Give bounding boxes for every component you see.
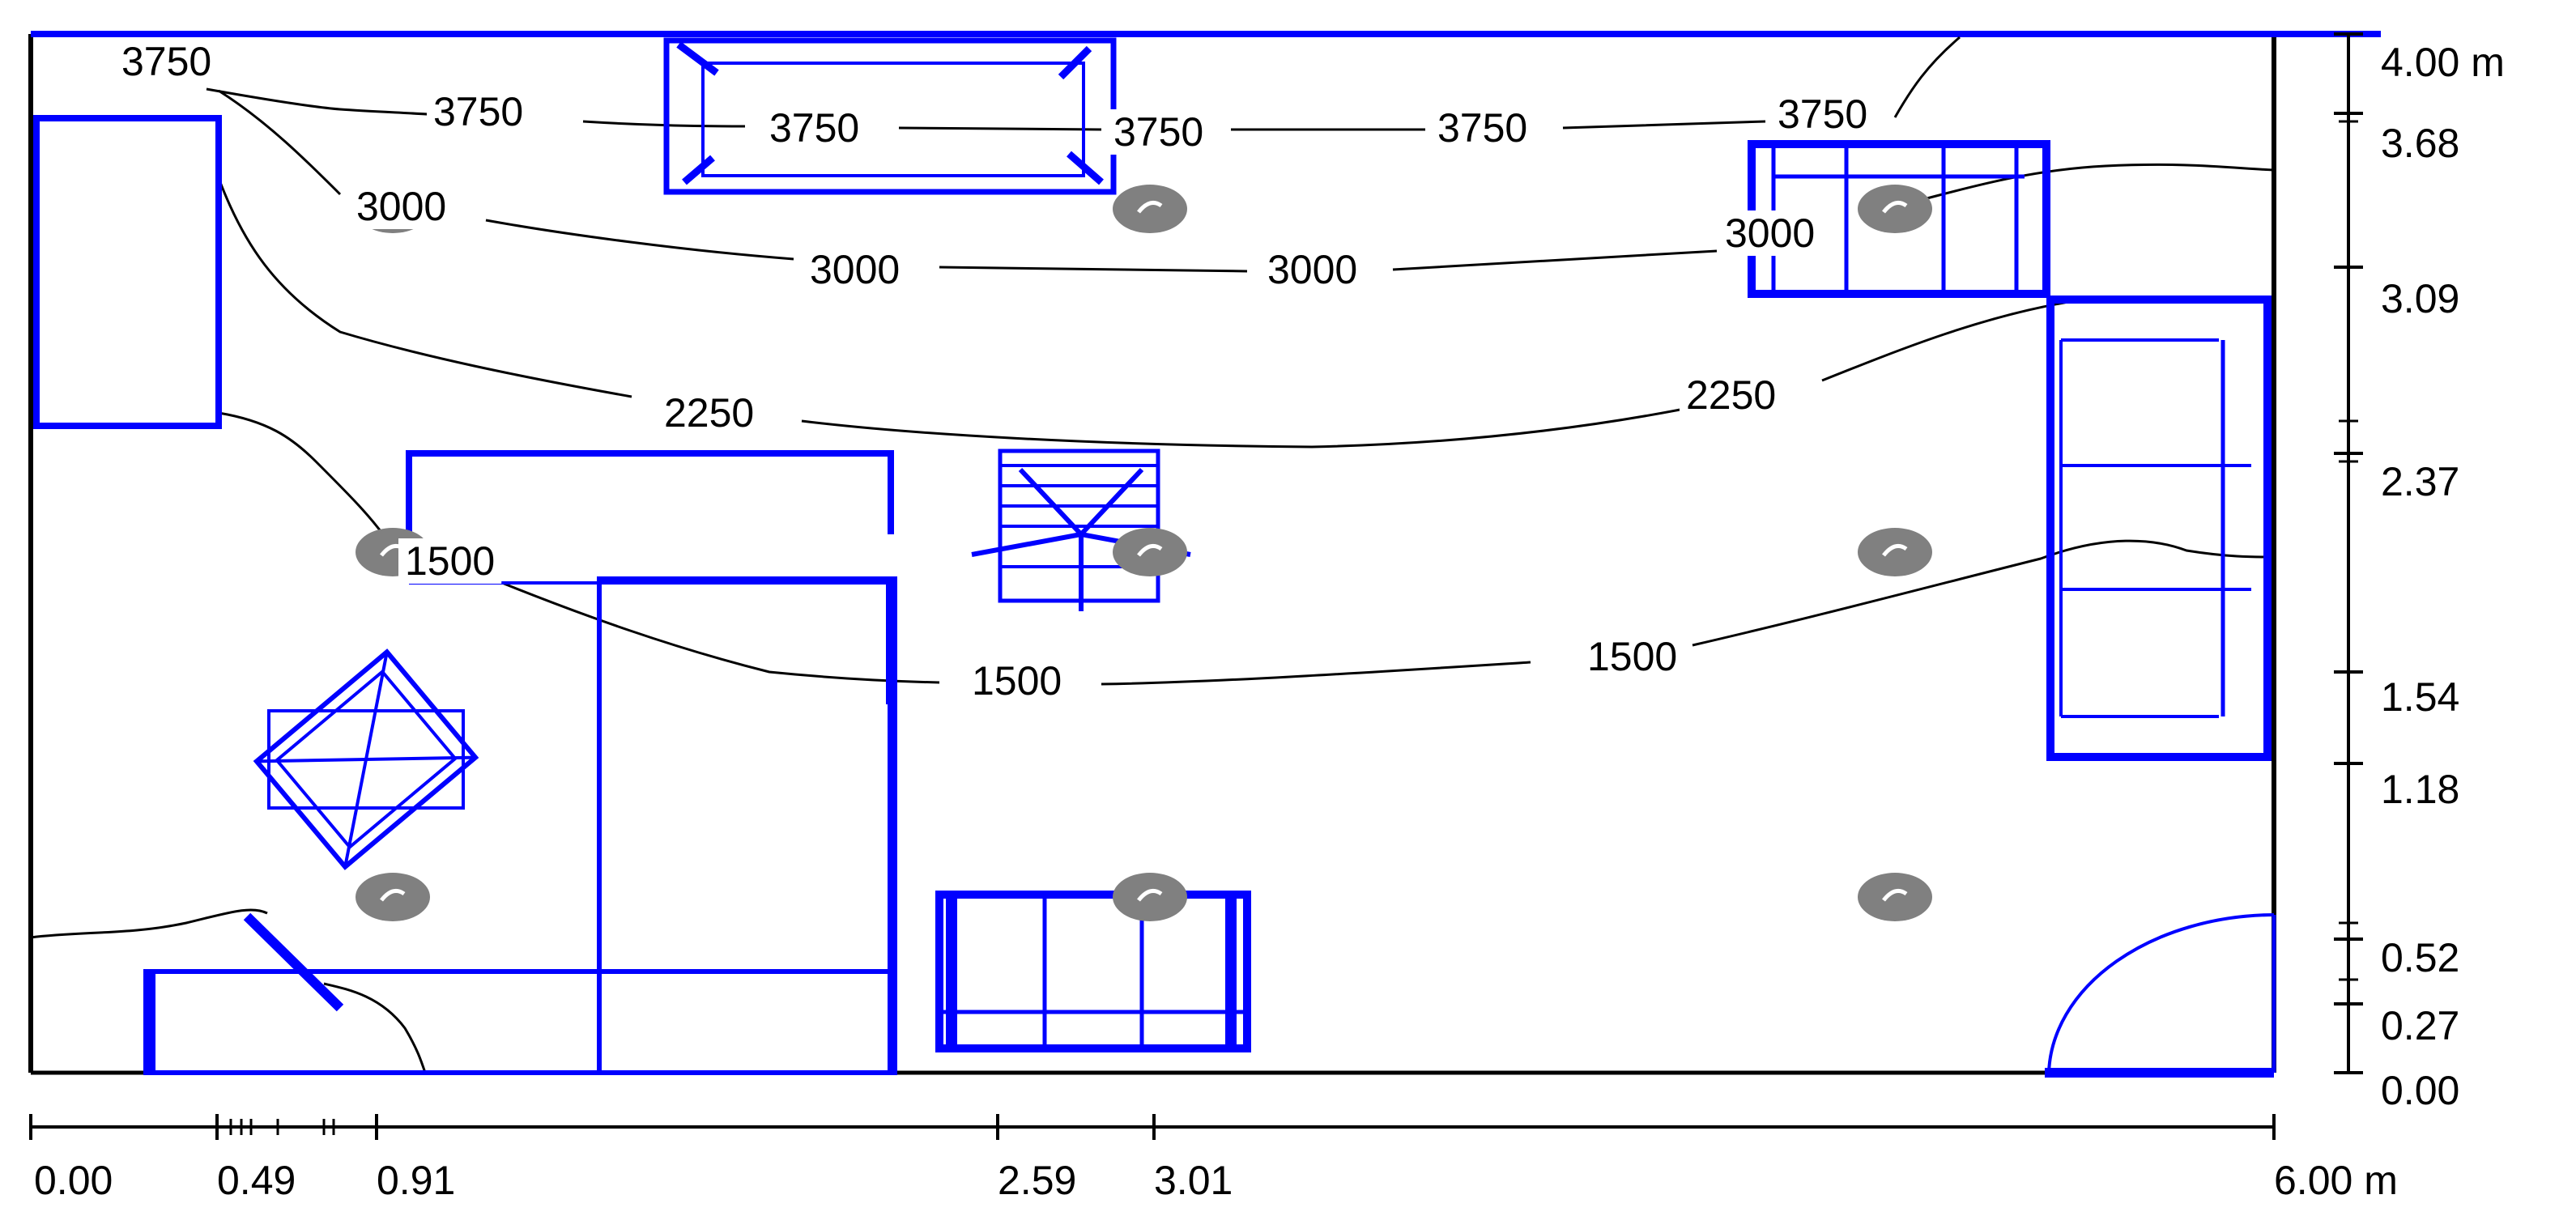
contour-label: 3000 — [1725, 210, 1815, 256]
contour-label-background — [350, 184, 453, 229]
bed — [597, 576, 897, 1075]
x-tick-label: 3.01 — [1154, 1158, 1233, 1203]
contour-line-3000 — [218, 89, 2275, 273]
contour-label-background — [1718, 210, 1822, 256]
contour-label: 3750 — [121, 39, 211, 84]
x-tick-label: 2.59 — [998, 1158, 1076, 1203]
y-tick-label: 2.37 — [2381, 459, 2459, 504]
y-tick-label: 4.00 m — [2381, 40, 2505, 85]
contour-label-background — [115, 39, 219, 84]
contour-label: 3000 — [356, 184, 446, 229]
y-tick-label: 3.09 — [2381, 276, 2459, 321]
sofa-right — [2046, 295, 2272, 761]
contour-label-background — [398, 538, 502, 584]
contour-label: 2250 — [664, 390, 754, 436]
contour-label: 1500 — [405, 538, 495, 584]
office-chair — [971, 449, 1191, 611]
armchair-bottom — [935, 891, 1251, 1052]
contour-label: 1500 — [1587, 634, 1677, 679]
luminaire-icon — [1113, 185, 1187, 233]
cabinet-bottom — [143, 912, 893, 1075]
y-tick-label: 1.18 — [2381, 767, 2459, 812]
y-tick-label: 0.00 — [2381, 1068, 2459, 1113]
x-tick-label: 0.49 — [217, 1158, 296, 1203]
contour-label-background — [965, 658, 1069, 704]
luminaire-icon — [1858, 528, 1932, 576]
contour-label: 3000 — [810, 247, 900, 292]
y-tick-label: 0.52 — [2381, 935, 2459, 980]
luminaire-icon — [1113, 873, 1187, 921]
side-table — [253, 648, 479, 870]
contour-label-background — [1107, 109, 1211, 155]
contour-label-background — [658, 390, 761, 436]
y-tick-label: 0.27 — [2381, 1003, 2459, 1048]
x-axis: 0.00 0.49 0.91 2.59 3.01 6.00 m — [29, 1114, 2398, 1203]
luminaire-icon — [1858, 873, 1932, 921]
contour-label: 3000 — [1267, 247, 1357, 292]
contour-label-background — [1261, 247, 1365, 292]
coffee-table — [663, 37, 1117, 195]
x-tick-label: 0.91 — [377, 1158, 455, 1203]
contour-label-background — [427, 89, 530, 134]
contour-line-1500-right — [1101, 539, 2275, 686]
furniture — [33, 37, 2276, 1078]
contour-label: 1500 — [972, 658, 1062, 704]
luminaire-icon — [1113, 528, 1187, 576]
contour-label-background — [1771, 91, 1875, 137]
contour-label-background — [1680, 372, 1783, 418]
contour-line-3750 — [206, 36, 1961, 131]
luminaires — [356, 185, 1932, 921]
contour-label-background — [1581, 634, 1684, 679]
contour-label: 3750 — [769, 105, 859, 151]
contour-label-background — [763, 105, 866, 151]
luminaire-icon — [1858, 185, 1932, 233]
luminaire-icon — [356, 873, 430, 921]
contour-label: 3750 — [1778, 91, 1867, 137]
contour-label-background — [1431, 105, 1535, 151]
y-tick-label: 1.54 — [2381, 674, 2459, 720]
y-tick-label: 3.68 — [2381, 121, 2459, 166]
contour-label: 3750 — [433, 89, 523, 134]
x-tick-label: 0.00 — [34, 1158, 113, 1203]
contour-labels: 3750 3750 3750 3750 3750 3750 3000 3000 … — [115, 39, 1875, 704]
y-axis: 4.00 m 3.68 3.09 2.37 1.54 1.18 0.52 0.2… — [2334, 32, 2505, 1113]
contour-label: 2250 — [1686, 372, 1776, 418]
contour-label-background — [803, 247, 907, 292]
contour-line-low — [30, 908, 427, 1074]
x-tick-label: 6.00 m — [2274, 1158, 2398, 1203]
contour-label: 3750 — [1437, 105, 1527, 151]
wardrobe — [33, 115, 222, 429]
contour-label: 3750 — [1113, 109, 1203, 155]
door — [2045, 913, 2276, 1078]
